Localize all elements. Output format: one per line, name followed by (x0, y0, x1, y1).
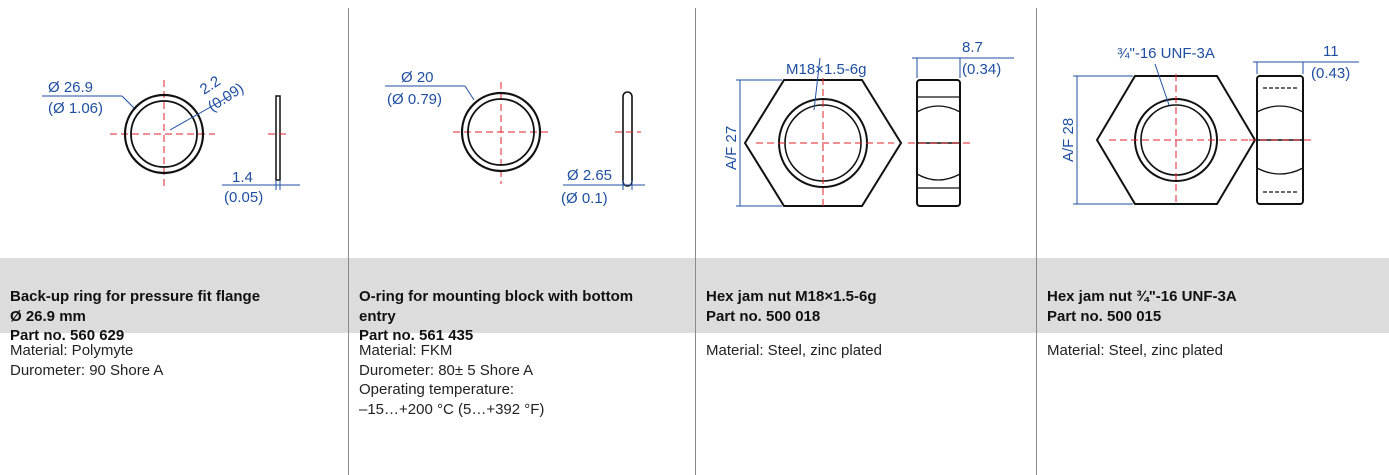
item-title: Hex jam nut ¾"-16 UNF-3A Part no. 500 01… (1047, 288, 1237, 325)
drawing-hex-nut-m18: 8.7 (0.34) M18×1.5-6g A/F 27 (696, 0, 1036, 258)
column-divider (348, 8, 349, 475)
item-details: Material: FKM Durometer: 80± 5 Shore A O… (359, 342, 545, 418)
title-band (349, 258, 695, 333)
width-mm: 8.7 (962, 39, 983, 56)
column-backup-ring: Ø 26.9 (Ø 1.06) 2.2 (0.09) 1.4 (0.05) Ba… (0, 0, 348, 475)
item-details: Material: Steel, zinc plated (1047, 342, 1223, 359)
cross-section-in: (Ø 0.1) (561, 190, 608, 207)
column-divider (695, 8, 696, 475)
drawing-backup-ring: Ø 26.9 (Ø 1.06) 2.2 (0.09) 1.4 (0.05) (0, 0, 348, 258)
column-hex-nut-m18: 8.7 (0.34) M18×1.5-6g A/F 27 Hex jam nut… (696, 0, 1036, 475)
across-flats-label: A/F 27 (723, 126, 740, 170)
drawing-o-ring: Ø 20 (Ø 0.79) Ø 2.65 (Ø 0.1) (349, 0, 695, 258)
title-band (0, 258, 348, 333)
title-band (1037, 258, 1389, 333)
outer-diameter-in: (Ø 0.79) (387, 91, 442, 108)
column-hex-nut-unf: 11 (0.43) ¾"-16 UNF-3A A/F 28 Hex jam nu… (1037, 0, 1389, 475)
thread-label: ¾"-16 UNF-3A (1117, 45, 1215, 62)
column-divider (1036, 8, 1037, 475)
item-title: Hex jam nut M18×1.5-6g Part no. 500 018 (706, 288, 877, 325)
cross-section-mm: Ø 2.65 (567, 167, 612, 184)
thickness-mm: 1.4 (232, 169, 253, 186)
outer-diameter-mm: Ø 26.9 (48, 79, 93, 96)
item-title: O-ring for mounting block with bottom en… (359, 288, 634, 344)
width-mm: 11 (1323, 43, 1339, 60)
across-flats-label: A/F 28 (1060, 118, 1077, 162)
thickness-in: (0.05) (224, 189, 263, 206)
outer-diameter-in: (Ø 1.06) (48, 100, 103, 117)
title-band (696, 258, 1036, 333)
thread-label: M18×1.5-6g (786, 61, 866, 78)
item-details: Material: Steel, zinc plated (706, 342, 882, 359)
width-in: (0.43) (1311, 65, 1350, 82)
item-title: Back-up ring for pressure fit flange Ø 2… (10, 288, 261, 344)
outer-diameter-mm: Ø 20 (401, 69, 434, 86)
drawing-hex-nut-unf: 11 (0.43) ¾"-16 UNF-3A A/F 28 (1037, 0, 1389, 258)
item-details: Material: Polymyte Durometer: 90 Shore A (10, 342, 164, 379)
column-o-ring: Ø 20 (Ø 0.79) Ø 2.65 (Ø 0.1) O-ring for … (349, 0, 695, 475)
width-in: (0.34) (962, 61, 1001, 78)
